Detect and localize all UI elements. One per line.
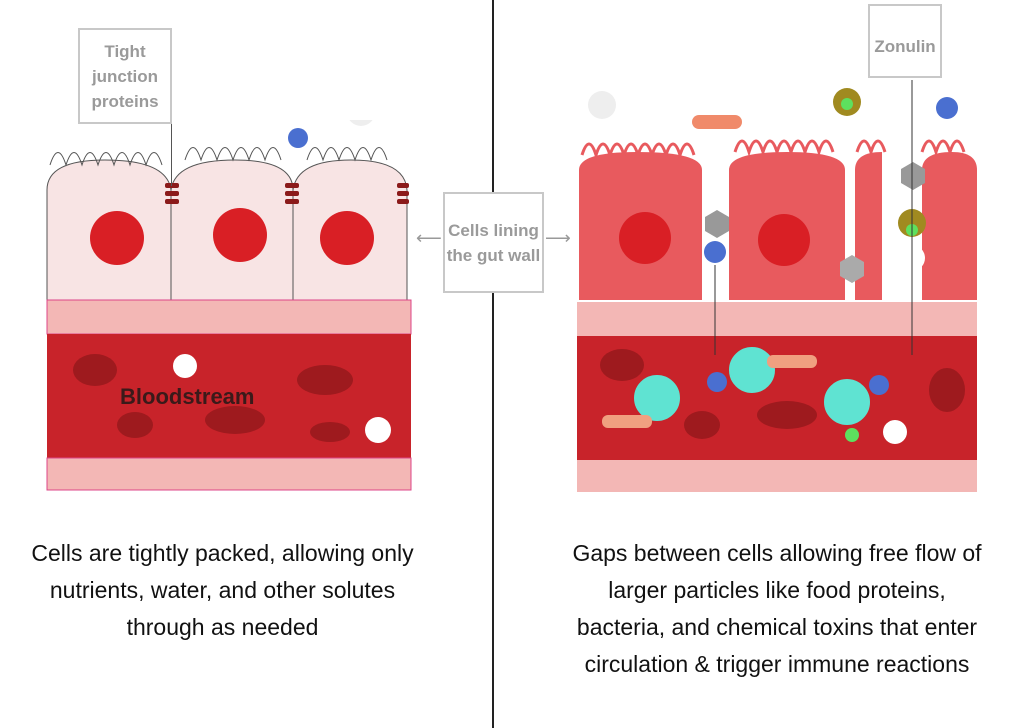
healthy-gut-illustration <box>46 120 412 491</box>
healthy-cells <box>46 120 409 301</box>
cells-lining-label: Cells lining the gut wall <box>443 192 544 293</box>
healthy-caption: Cells are tightly packed, allowing only … <box>31 540 414 640</box>
bloodstream-label: Bloodstream <box>120 384 255 409</box>
zonulin-label: Zonulin <box>868 4 942 78</box>
arrow-left-icon: ⟵ <box>416 228 442 248</box>
immune-cells <box>634 347 870 425</box>
divider <box>492 0 494 728</box>
tight-junction-label: Tight junction proteins <box>78 28 172 124</box>
blood-vessel <box>577 80 977 492</box>
tight-junction-pointer <box>171 124 172 186</box>
blood-vessel <box>46 299 412 491</box>
arrow-right-icon: ⟶ <box>545 228 571 248</box>
leaky-cells <box>579 88 977 300</box>
leaky-gut-illustration <box>577 80 977 492</box>
leaky-caption: Gaps between cells allowing free flow of… <box>572 540 982 677</box>
